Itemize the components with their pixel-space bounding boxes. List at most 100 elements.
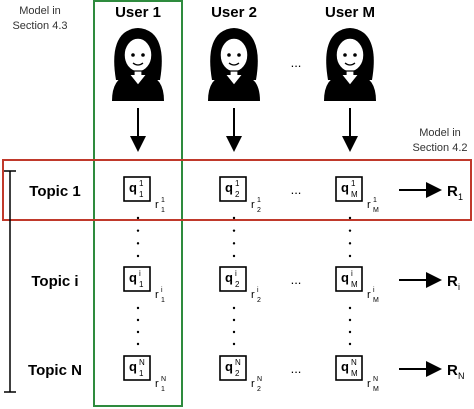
topic-output-r: R bbox=[447, 273, 458, 290]
cell-r-label: r bbox=[155, 378, 159, 390]
cell-q-sup: i bbox=[235, 269, 237, 278]
cell-q-box bbox=[335, 176, 363, 202]
user-1-column-highlight bbox=[93, 0, 183, 407]
vertical-dot bbox=[348, 242, 352, 245]
cell-r-sup: 1 bbox=[161, 197, 165, 204]
vertical-dot bbox=[348, 306, 352, 310]
cell-r-label: r bbox=[155, 289, 159, 301]
cell-q-box bbox=[335, 355, 363, 381]
cell-q-box bbox=[123, 266, 151, 292]
vertical-dot bbox=[232, 306, 236, 310]
cell-q-sup: 1 bbox=[351, 179, 356, 188]
cell-q-box bbox=[123, 176, 151, 202]
topic-output-r: R bbox=[447, 362, 458, 379]
cell-r-sup: 1 bbox=[373, 197, 377, 204]
row-ellipsis: ... bbox=[291, 272, 302, 287]
cell-r-sup: N bbox=[257, 376, 262, 383]
vertical-dot bbox=[136, 229, 140, 232]
cell-r-label: r bbox=[251, 199, 255, 211]
user-avatar-icon bbox=[324, 28, 376, 101]
vertical-dot bbox=[136, 342, 140, 346]
cell-q-label: q bbox=[225, 359, 233, 374]
user-label-2: User 2 bbox=[211, 4, 257, 21]
cell-r-sub: 1 bbox=[161, 386, 165, 393]
vertical-dot bbox=[348, 216, 352, 220]
user-ellipsis: ... bbox=[291, 55, 302, 70]
note-model-42-line2: Section 4.2 bbox=[412, 142, 467, 154]
cell-r-sub: 1 bbox=[161, 207, 165, 214]
cell-r-sup: 1 bbox=[257, 197, 261, 204]
topic-label-1: Topic 1 bbox=[29, 183, 80, 200]
cell-r-label: r bbox=[155, 199, 159, 211]
vertical-dot bbox=[136, 242, 140, 245]
topic-bracket bbox=[4, 170, 16, 393]
cell-q-box bbox=[219, 266, 247, 292]
vertical-dot bbox=[348, 229, 352, 232]
cell-q-sup: i bbox=[351, 269, 353, 278]
topic-output-r: R bbox=[447, 183, 458, 200]
cell-r-sub: M bbox=[373, 386, 379, 393]
cell-q-box bbox=[335, 266, 363, 292]
user-label-1: User 1 bbox=[115, 4, 161, 21]
user-avatar-icon bbox=[112, 28, 164, 101]
cell-q-label: q bbox=[341, 270, 349, 285]
topic-label-i: Topic i bbox=[31, 273, 78, 290]
cell-q-label: q bbox=[225, 270, 233, 285]
cell-r-label: r bbox=[251, 378, 255, 390]
vertical-dot bbox=[136, 254, 140, 258]
vertical-dot bbox=[232, 330, 236, 334]
cell-q-label: q bbox=[129, 270, 137, 285]
vertical-dot bbox=[232, 242, 236, 245]
cell-r-sub: M bbox=[373, 207, 379, 214]
cell-q-sup: i bbox=[139, 269, 141, 278]
cell-q-sub: 2 bbox=[235, 280, 240, 289]
topic-output-r-sub: N bbox=[458, 371, 465, 381]
row-ellipsis: ... bbox=[291, 182, 302, 197]
cell-q-sub: M bbox=[351, 369, 358, 378]
cell-r-sub: M bbox=[373, 297, 379, 304]
note-model-43-line2: Section 4.3 bbox=[12, 20, 67, 32]
cell-r-label: r bbox=[367, 289, 371, 301]
topic-label-n: Topic N bbox=[28, 362, 82, 379]
cell-q-sub: M bbox=[351, 190, 358, 199]
cell-q-label: q bbox=[341, 359, 349, 374]
cell-r-sup: i bbox=[161, 287, 163, 294]
cell-r-sup: i bbox=[257, 287, 259, 294]
cell-q-sup: 1 bbox=[235, 179, 240, 188]
cell-r-sup: N bbox=[373, 376, 378, 383]
user-label-m: User M bbox=[325, 4, 375, 21]
cell-q-sup: N bbox=[235, 358, 241, 367]
cell-q-box bbox=[219, 176, 247, 202]
cell-r-sup: i bbox=[373, 287, 375, 294]
cell-q-label: q bbox=[129, 359, 137, 374]
cell-q-sup: N bbox=[351, 358, 357, 367]
cell-q-sub: 1 bbox=[139, 280, 144, 289]
topic-1-row-highlight bbox=[2, 159, 472, 221]
vertical-dot bbox=[136, 330, 140, 334]
cell-r-sub: 2 bbox=[257, 297, 261, 304]
cell-q-sup: N bbox=[139, 358, 145, 367]
cell-r-sub: 2 bbox=[257, 386, 261, 393]
vertical-dot bbox=[232, 229, 236, 232]
cell-r-label: r bbox=[367, 378, 371, 390]
cell-r-label: r bbox=[367, 199, 371, 211]
vertical-dot bbox=[348, 254, 352, 258]
vertical-dot bbox=[348, 318, 352, 322]
cell-q-sub: 1 bbox=[139, 190, 144, 199]
cell-r-sub: 2 bbox=[257, 207, 261, 214]
topic-output-r-sub: 1 bbox=[458, 192, 463, 202]
cell-q-box bbox=[219, 355, 247, 381]
vertical-dot bbox=[136, 318, 140, 322]
vertical-dot bbox=[348, 342, 352, 346]
cell-q-sub: 1 bbox=[139, 369, 144, 378]
cell-q-label: q bbox=[129, 180, 137, 195]
note-model-42-line1: Model in bbox=[419, 127, 461, 139]
